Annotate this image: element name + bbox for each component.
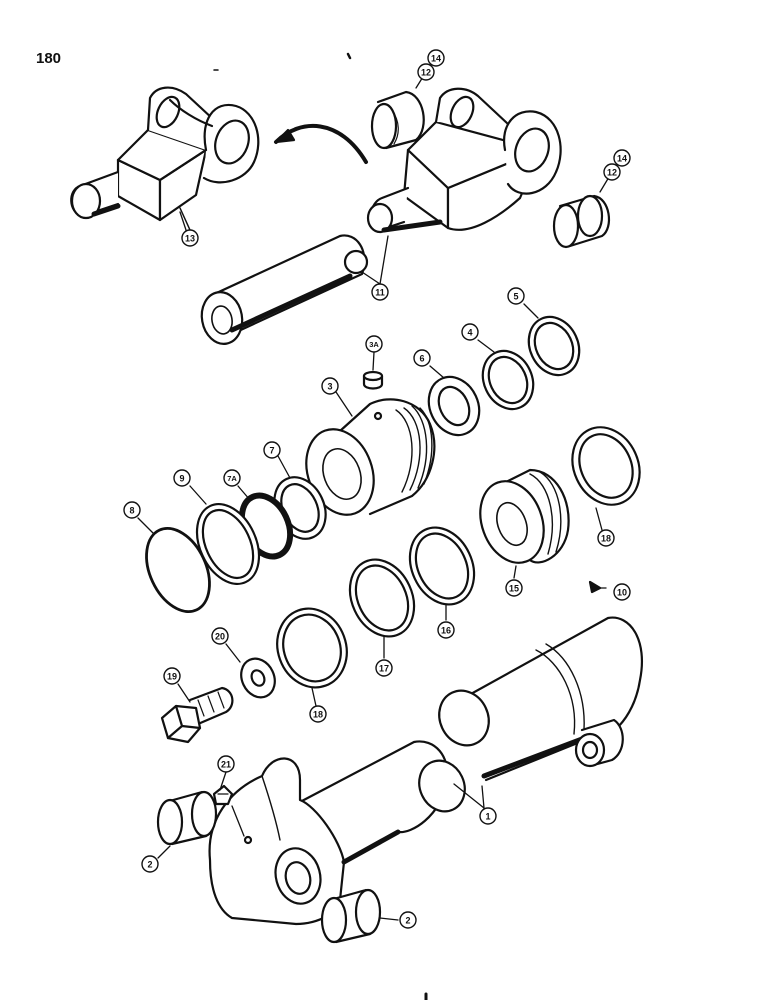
gland-head-part [305,398,436,516]
svg-text:13: 13 [185,234,195,244]
svg-text:20: 20 [215,632,225,642]
callout: 2 [141,855,159,873]
callout: 9 [173,469,191,487]
ring-part [527,315,581,377]
ring-part [408,526,476,606]
callout: 5 [507,287,525,305]
page-number: 180 [36,50,62,67]
bushing-part [370,90,425,150]
callout: 17 [375,659,393,677]
callout: 21 [217,755,235,773]
svg-text:11: 11 [375,288,385,298]
washer-part [240,657,276,699]
svg-text:7: 7 [269,446,274,456]
callout: 6 [413,349,431,367]
stray-mark [346,52,352,60]
svg-text:16: 16 [441,626,451,636]
svg-text:10: 10 [617,588,627,598]
callout: 7A [223,469,241,487]
svg-text:6: 6 [419,354,424,364]
svg-text:18: 18 [601,534,611,544]
callout-labels: 14 12 14 12 13 11 5 4 [123,49,631,929]
callout: 1 [479,807,497,825]
callout: 15 [505,579,523,597]
callout: 14 [427,49,445,67]
svg-text:1: 1 [485,812,490,822]
ring-part [481,349,535,411]
svg-text:14: 14 [617,154,627,164]
svg-text:12: 12 [421,68,431,78]
piston-rod-part [200,234,369,345]
svg-text:9: 9 [179,474,184,484]
svg-text:17: 17 [379,664,389,674]
leader-lines [137,71,613,921]
piston-part [479,468,570,564]
callout: 16 [437,621,455,639]
callout: 3 [321,377,339,395]
callout: 10 [613,583,631,601]
piston-rod-clevis-part [366,87,562,234]
bushing-part [552,194,611,249]
callout: 2 [399,911,417,929]
ring-part [571,426,641,506]
o-ring-part [145,527,211,613]
callout: 4 [461,323,479,341]
grease-fitting-part [212,784,234,806]
callout: 14 [613,149,631,167]
callout: 8 [123,501,141,519]
svg-text:2: 2 [405,916,410,926]
callout: 7 [263,441,281,459]
bushing-part [320,888,382,944]
ring-part [348,558,416,638]
rotation-arrow [274,123,368,164]
svg-text:14: 14 [431,54,441,64]
callout: 18 [309,705,327,723]
callout: 13 [181,229,199,247]
svg-text:4: 4 [467,328,472,338]
svg-text:18: 18 [313,710,323,720]
svg-text:15: 15 [509,584,519,594]
svg-text:5: 5 [513,292,518,302]
rod-clevis-part [70,86,260,231]
svg-text:21: 21 [221,760,231,770]
fitting-part [588,580,602,594]
callout: 3A [365,335,383,353]
callout: 12 [417,63,435,81]
cylinder-base-part [208,740,466,926]
callout: 20 [211,627,229,645]
svg-text:19: 19 [167,672,177,682]
ring-part [276,607,348,689]
callout: 11 [371,283,389,301]
callout: 18 [597,529,615,547]
callout: 19 [163,667,181,685]
svg-text:12: 12 [607,168,617,178]
bushing-part [156,790,218,846]
svg-text:8: 8 [129,506,134,516]
cylinder-barrel-part [438,616,643,782]
svg-text:3A: 3A [369,340,379,349]
svg-text:3: 3 [327,382,332,392]
svg-text:2: 2 [147,860,152,870]
plug-part [362,370,384,390]
wiper-seal-part [427,375,481,437]
bolt-part [160,686,234,744]
svg-text:7A: 7A [227,474,237,483]
callout: 12 [603,163,621,181]
